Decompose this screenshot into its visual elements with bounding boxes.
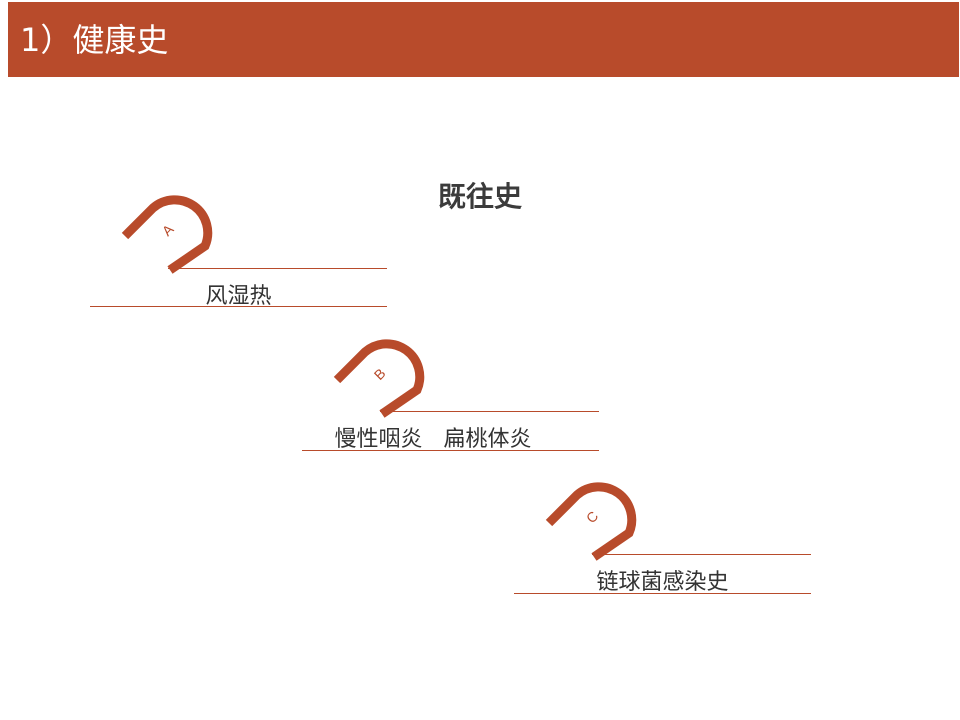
title-banner: 1）健康史 xyxy=(8,2,959,77)
page-title: 1）健康史 xyxy=(20,21,169,59)
item-underline xyxy=(302,450,599,451)
item-label-c: 链球菌感染史 xyxy=(596,570,729,595)
hook-arc-icon xyxy=(333,339,425,418)
item-top-line xyxy=(168,268,387,269)
item-underline xyxy=(514,593,811,594)
item-top-line xyxy=(592,554,811,555)
item-label-b: 慢性咽炎 扁桃体炎 xyxy=(334,427,532,452)
hook-arc-icon xyxy=(545,482,637,561)
item-top-line xyxy=(380,411,599,412)
section-heading: 既往史 xyxy=(437,180,522,213)
hook-arc-icon xyxy=(121,195,213,274)
item-underline xyxy=(90,306,387,307)
item-label-a: 风湿热 xyxy=(205,284,272,309)
